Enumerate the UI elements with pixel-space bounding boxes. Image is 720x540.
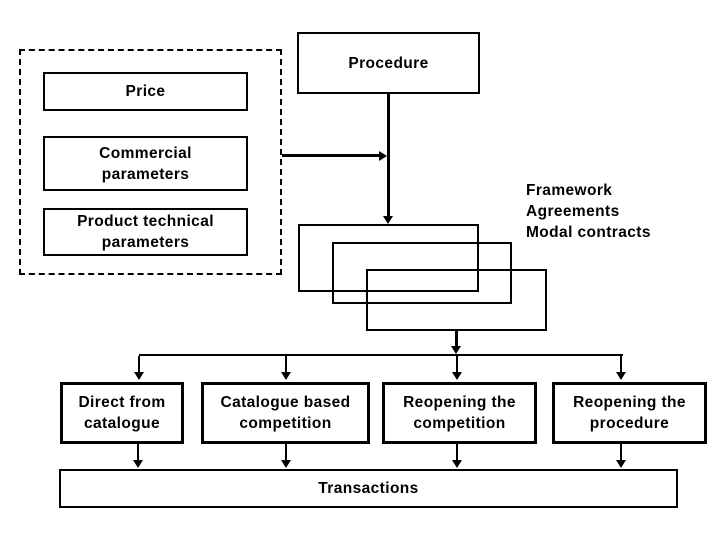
contract-stack-box-3 [366,269,547,331]
channel-reopening-the-procedure: Reopening the procedure [552,382,707,444]
transactions-box: Transactions [59,469,678,508]
transactions-line-channel-1 [137,444,139,460]
drop-arrowhead-channel-2-icon [281,372,291,380]
channel-direct-from-catalogue: Direct from catalogue [60,382,184,444]
contract-stack-box-2 [332,242,512,304]
contracts-to-channels-line [455,331,458,346]
parameters-to-procedure-line [282,154,379,157]
drop-line-channel-3 [456,356,458,372]
parameters-to-procedure-arrowhead-icon [379,151,387,161]
drop-line-channel-1 [138,356,140,372]
commercial-parameters-box: Commercial parameters [43,136,248,191]
channel-reopening-the-competition: Reopening the competition [382,382,537,444]
transactions-line-channel-2 [285,444,287,460]
procedure-box: Procedure [297,32,480,94]
drop-line-channel-4 [620,356,622,372]
product-technical-parameters-box: Product technical parameters [43,208,248,256]
framework-agreements-note: Framework Agreements Modal contracts [526,182,651,241]
drop-arrowhead-channel-1-icon [134,372,144,380]
transactions-line-channel-4 [620,444,622,460]
parameters-panel [19,49,282,275]
procedure-to-contracts-arrowhead-icon [383,216,393,224]
procedure-to-contracts-line [387,94,390,216]
channel-catalogue-based-competition: Catalogue based competition [201,382,370,444]
contract-stack-box-1 [298,224,479,292]
drop-arrowhead-channel-3-icon [452,372,462,380]
price-box: Price [43,72,248,111]
drop-arrowhead-channel-4-icon [616,372,626,380]
contracts-to-channels-arrowhead-icon [451,346,461,354]
transactions-arrowhead-channel-4-icon [616,460,626,468]
channels-distribution-line [139,354,623,356]
transactions-arrowhead-channel-2-icon [281,460,291,468]
transactions-arrowhead-channel-3-icon [452,460,462,468]
transactions-arrowhead-channel-1-icon [133,460,143,468]
transactions-line-channel-3 [456,444,458,460]
drop-line-channel-2 [285,356,287,372]
